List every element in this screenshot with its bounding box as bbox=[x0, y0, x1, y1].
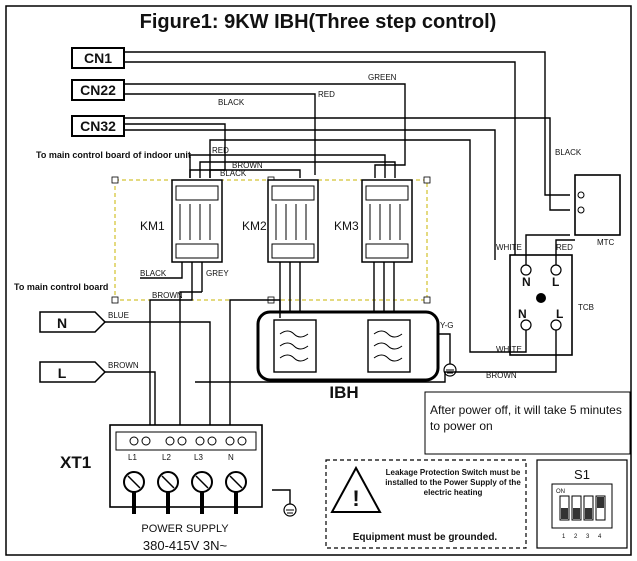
contactor-km3-label: KM3 bbox=[334, 219, 359, 233]
wire-label-green: GREEN bbox=[368, 73, 397, 82]
wire-label-yg: Y-G bbox=[440, 321, 454, 330]
wire-label-brown-l: BROWN bbox=[108, 361, 139, 370]
ground-symbol bbox=[272, 489, 297, 517]
s1-pos-3: 3 bbox=[586, 534, 590, 540]
tcb: N L N L TCB WHITE RED bbox=[496, 243, 594, 356]
warning-icon: ! bbox=[352, 486, 359, 511]
connector-wires bbox=[124, 51, 570, 268]
power-off-note-text: After power off, it will take 5 minutes … bbox=[430, 403, 622, 433]
wire-label-grey: GREY bbox=[206, 269, 229, 278]
xt1-label: XT1 bbox=[60, 453, 91, 472]
s1-pos-4: 4 bbox=[598, 534, 602, 540]
contactor-km2-label: KM2 bbox=[242, 219, 267, 233]
contactor-km2: KM2 bbox=[242, 179, 319, 263]
wire-label-red-top: RED bbox=[212, 146, 229, 155]
ibh-ground: Y-G bbox=[438, 321, 457, 377]
xt1-terminal-block: L1 L2 L3 N XT1 POWER SUPPLY 380-415V 3N~ bbox=[60, 424, 263, 553]
mtc: MTC bbox=[574, 174, 621, 247]
mains-l-label: L bbox=[58, 365, 67, 381]
xt1-terminal-l2: L2 bbox=[162, 453, 171, 462]
contactor-km1-label: KM1 bbox=[140, 219, 165, 233]
wire-label-black-km1: BLACK bbox=[140, 269, 167, 278]
diagram-title: Figure1: 9KW IBH(Three step control) bbox=[140, 11, 497, 33]
wire-label-white-bottom: WHITE bbox=[496, 345, 522, 354]
note-main-board-text: To main control board bbox=[14, 282, 108, 292]
ibh-label: IBH bbox=[329, 383, 358, 402]
s1-pos-2: 2 bbox=[574, 534, 578, 540]
tcb-l-top: L bbox=[552, 275, 559, 289]
connector-cn1-label: CN1 bbox=[84, 50, 112, 66]
note-main-board: To main control board bbox=[14, 282, 108, 292]
wire-label-red-cn22: RED bbox=[318, 90, 335, 99]
contactor-km1: KM1 bbox=[140, 179, 223, 263]
wire-label-blue-n: BLUE bbox=[108, 311, 129, 320]
s1-switch: S1 ON 1 2 3 4 bbox=[536, 459, 628, 549]
xt1-terminal-n: N bbox=[228, 453, 234, 462]
mains-l: L BROWN bbox=[39, 361, 156, 440]
warning-ground-text: Equipment must be grounded. bbox=[353, 532, 498, 543]
outer-frame bbox=[5, 5, 632, 556]
wire-label-white-tcb: WHITE bbox=[496, 243, 522, 252]
wire-label-brown-top: BROWN bbox=[232, 161, 263, 170]
s1-label: S1 bbox=[574, 467, 590, 482]
connector-cn22-label: CN22 bbox=[80, 82, 116, 98]
note-indoor-board-text: To main control board of indoor unit bbox=[36, 150, 191, 160]
connector-cn32-label: CN32 bbox=[80, 118, 116, 134]
mtc-label: MTC bbox=[597, 238, 615, 247]
power-supply-voltage: 380-415V 3N~ bbox=[143, 538, 228, 553]
wire-label-red-tcb: RED bbox=[556, 243, 573, 252]
connector-cn22: CN22 bbox=[71, 79, 125, 101]
power-off-note: After power off, it will take 5 minutes … bbox=[424, 391, 631, 455]
xt1-terminal-l3: L3 bbox=[194, 453, 203, 462]
tcb-l-bottom: L bbox=[556, 307, 563, 321]
warning-box: ! Leakage Protection Switch must be inst… bbox=[325, 459, 527, 549]
tcb-n-top: N bbox=[522, 275, 531, 289]
tcb-wires bbox=[195, 139, 575, 383]
contactor-km3: KM3 bbox=[334, 179, 413, 263]
wire-label-brown-bottom: BROWN bbox=[486, 371, 517, 380]
tcb-n-bottom: N bbox=[518, 307, 527, 321]
ibh-heater: IBH bbox=[256, 310, 440, 402]
mains-n: N BLUE bbox=[39, 311, 211, 440]
wire-label-black-cn22: BLACK bbox=[218, 98, 245, 107]
note-indoor-board: To main control board of indoor unit bbox=[36, 150, 191, 160]
xt1-terminal-l1: L1 bbox=[128, 453, 137, 462]
tcb-label: TCB bbox=[578, 303, 594, 312]
connector-cn32: CN32 bbox=[71, 115, 125, 137]
power-supply-caption: POWER SUPPLY bbox=[141, 523, 229, 535]
contactor-output-wires bbox=[140, 262, 395, 340]
connector-cn1: CN1 bbox=[71, 47, 125, 69]
warning-text: Leakage Protection Switch must be instal… bbox=[385, 468, 521, 497]
wire-label-black-top: BLACK bbox=[220, 169, 247, 178]
mains-n-label: N bbox=[57, 315, 67, 331]
s1-pos-1: 1 bbox=[562, 534, 566, 540]
s1-pos-on: ON bbox=[556, 489, 565, 495]
wire-label-black-right: BLACK bbox=[555, 148, 582, 157]
wire-label-brown-km1: BROWN bbox=[152, 291, 183, 300]
xt1-feed-wires bbox=[149, 291, 281, 440]
